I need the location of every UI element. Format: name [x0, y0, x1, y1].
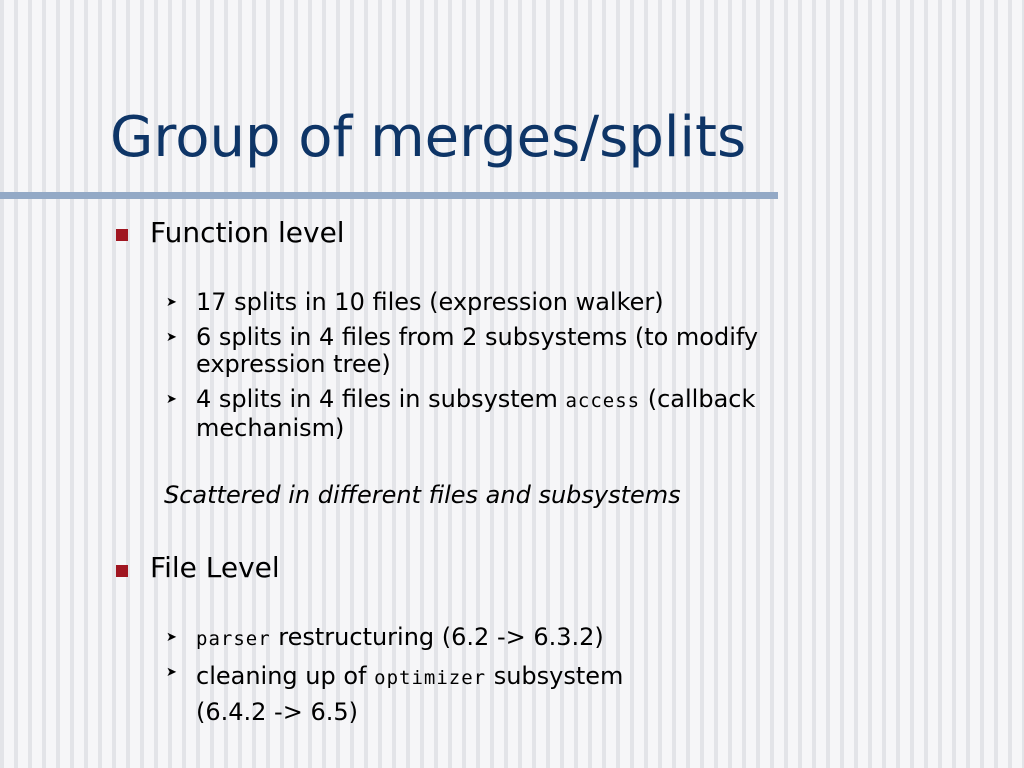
slide-title: Group of merges/splits — [110, 105, 747, 170]
item-text: cleaning up of — [196, 662, 375, 690]
arrow-bullet-icon: ➤ — [166, 295, 177, 310]
arrow-bullet-icon: ➤ — [166, 330, 177, 345]
item-text: 17 splits in 10 files (expression walker… — [196, 288, 664, 316]
item-text: 4 splits in 4 files in subsystem — [196, 385, 566, 413]
list-item: parser restructuring (6.2 -> 6.3.2) — [196, 624, 604, 653]
list-item: 4 splits in 4 files in subsystem access … — [196, 386, 755, 442]
list-item: 6 splits in 4 files from 2 subsystems (t… — [196, 324, 758, 378]
section-note: Scattered in different files and subsyst… — [164, 481, 681, 509]
title-underline — [0, 192, 778, 199]
code-identifier: optimizer — [374, 667, 487, 689]
list-item: cleaning up of optimizer subsystem (6.4.… — [196, 659, 623, 729]
arrow-bullet-icon: ➤ — [166, 630, 177, 645]
square-bullet-icon — [116, 565, 128, 577]
item-text-suffix: restructuring (6.2 -> 6.3.2) — [270, 623, 604, 651]
item-text-suffix: (callback — [640, 385, 756, 413]
item-text-continued: expression tree) — [196, 350, 391, 378]
item-text-continued: (6.4.2 -> 6.5) — [196, 698, 358, 726]
arrow-bullet-icon: ➤ — [166, 665, 177, 680]
item-text-continued: mechanism) — [196, 414, 345, 442]
section-heading-function-level: Function level — [150, 216, 345, 249]
item-text-suffix: subsystem — [486, 662, 624, 690]
square-bullet-icon — [116, 229, 128, 241]
code-identifier: access — [565, 390, 641, 412]
arrow-bullet-icon: ➤ — [166, 392, 177, 407]
section-heading-file-level: File Level — [150, 551, 280, 584]
list-item: 17 splits in 10 files (expression walker… — [196, 289, 664, 316]
item-text: 6 splits in 4 files from 2 subsystems (t… — [196, 323, 759, 351]
code-identifier: parser — [196, 628, 271, 650]
